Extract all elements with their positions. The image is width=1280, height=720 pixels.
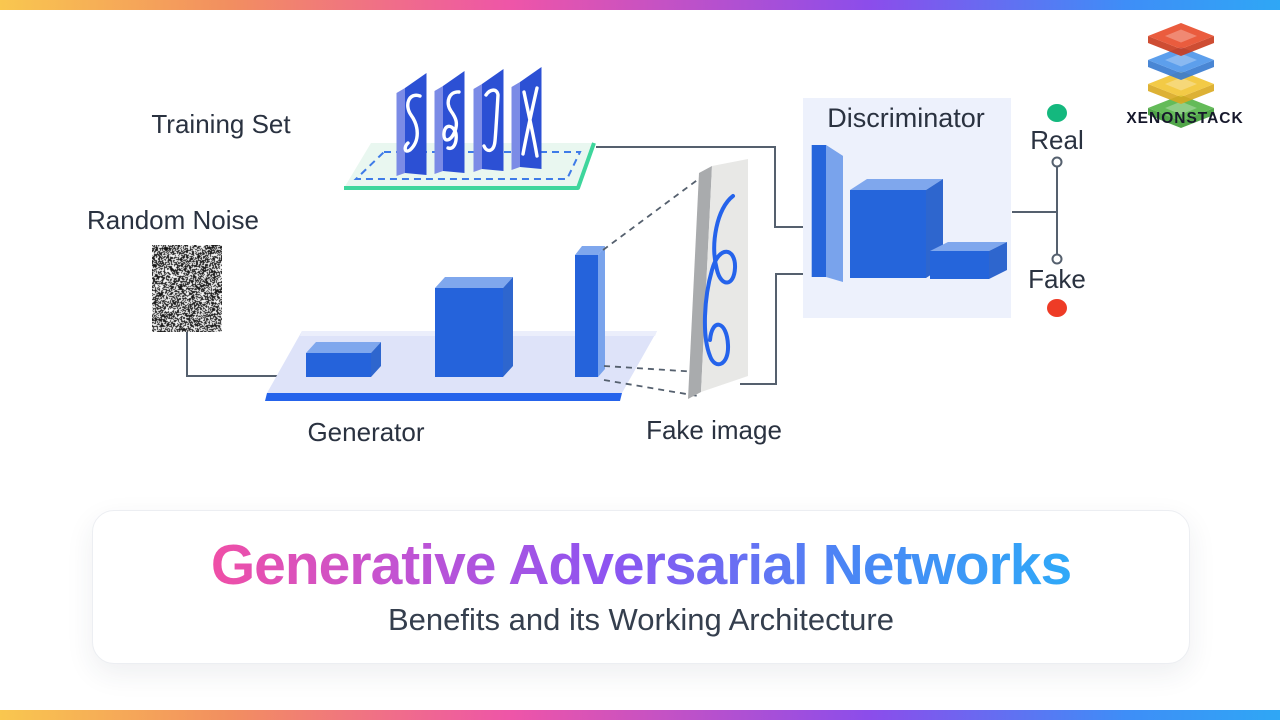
training-set-label: Training Set <box>151 110 290 139</box>
connector-noise-to-generator <box>187 332 278 376</box>
fake-status-dot <box>1047 299 1067 317</box>
fake-label: Fake <box>1028 265 1086 294</box>
training-set-platform <box>344 143 594 188</box>
real-status-dot <box>1047 104 1067 122</box>
real-node-circle <box>1053 158 1062 167</box>
fake-image-slab <box>688 159 748 399</box>
xenonstack-logo-text: XENONSTACK <box>1126 110 1243 128</box>
connector-fake-to-discriminator <box>740 274 806 384</box>
discriminator-bar-3 <box>930 242 1007 279</box>
page-title: Generative Adversarial Networks <box>211 536 1071 596</box>
generator-bar-tall <box>575 246 605 377</box>
generator-label: Generator <box>307 418 424 447</box>
logo-layer-red <box>1148 23 1214 56</box>
generator-bar-small <box>306 342 381 377</box>
real-label: Real <box>1030 126 1083 155</box>
fake-image-label: Fake image <box>646 416 782 445</box>
generator-bar-medium <box>435 277 513 377</box>
discriminator-label: Discriminator <box>827 104 985 134</box>
random-noise-label: Random Noise <box>87 206 259 235</box>
discriminator-bar-1 <box>812 145 843 282</box>
random-noise-image <box>152 245 222 332</box>
page-subtitle: Benefits and its Working Architecture <box>388 602 894 638</box>
fake-node-circle <box>1053 255 1062 264</box>
discriminator-bar-2 <box>850 179 943 278</box>
title-card: Generative Adversarial Networks Benefits… <box>92 510 1190 664</box>
